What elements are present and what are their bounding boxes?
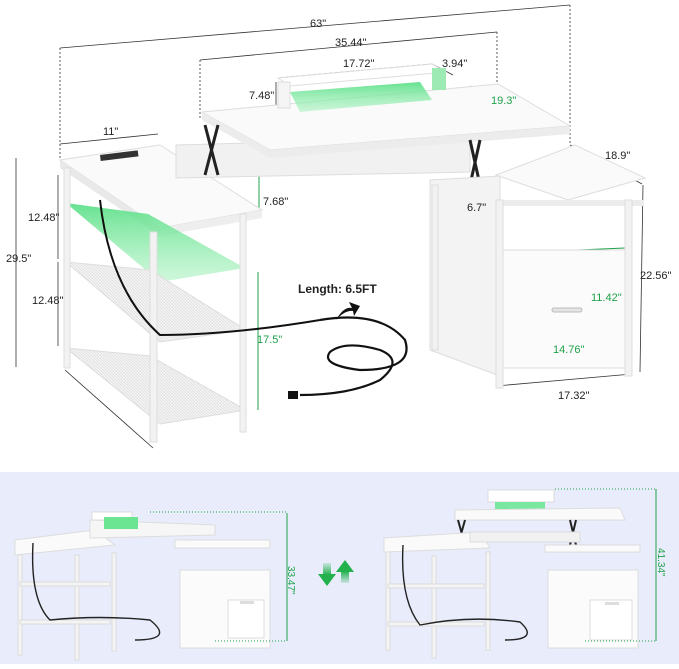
label-drawer-width: 14.76" bbox=[553, 344, 585, 356]
label-monitor-stand-height: 7.48" bbox=[249, 90, 275, 102]
power-strip-icon bbox=[99, 150, 139, 161]
label-lift-top-depth: 19.3" bbox=[491, 95, 517, 107]
label-cabinet-width: 17.32" bbox=[558, 390, 590, 402]
label-drawer-height: 11.42" bbox=[591, 292, 622, 304]
drawer-handle bbox=[551, 307, 583, 313]
label-cabinet-height: 22.56" bbox=[640, 270, 672, 282]
plug-icon bbox=[288, 391, 298, 399]
label-lower-shelf-height: 12.48" bbox=[32, 295, 64, 307]
raised-desk bbox=[383, 489, 641, 659]
label-monitor-stand-depth: 3.94" bbox=[442, 58, 468, 70]
right-cabinet bbox=[429, 144, 647, 389]
label-overall-height: 29.5" bbox=[6, 253, 32, 265]
arrow-up-icon bbox=[336, 560, 354, 572]
label-monitor-stand-width: 17.72" bbox=[343, 58, 375, 70]
label-side-desk-depth: 11" bbox=[103, 126, 119, 138]
label-cabinet-top-depth: 18.9" bbox=[605, 150, 631, 162]
label-lift-gap-height: 7.68" bbox=[263, 196, 289, 208]
label-lift-top-width: 35.44" bbox=[335, 37, 367, 49]
power-cord bbox=[288, 316, 408, 399]
label-lowered-height: 33.47" bbox=[285, 566, 296, 595]
lift-top-desk bbox=[175, 63, 572, 186]
dimension-lines bbox=[15, 4, 644, 449]
label-overall-width: 63" bbox=[310, 18, 327, 30]
label-upper-shelf-height: 12.48" bbox=[28, 212, 60, 224]
curved-arrow-icon bbox=[336, 302, 360, 320]
arrow-down-icon bbox=[318, 574, 336, 586]
lowered-desk bbox=[14, 511, 271, 661]
label-raised-height: 41.34" bbox=[655, 548, 666, 577]
label-shelf-unit-height: 17.5" bbox=[257, 334, 283, 346]
height-toggle-arrows bbox=[318, 560, 354, 586]
label-cabinet-shelf-height: 6.7" bbox=[467, 202, 487, 214]
label-cord-length: Length: 6.5FT bbox=[298, 282, 377, 296]
left-shelf-unit bbox=[58, 144, 321, 443]
